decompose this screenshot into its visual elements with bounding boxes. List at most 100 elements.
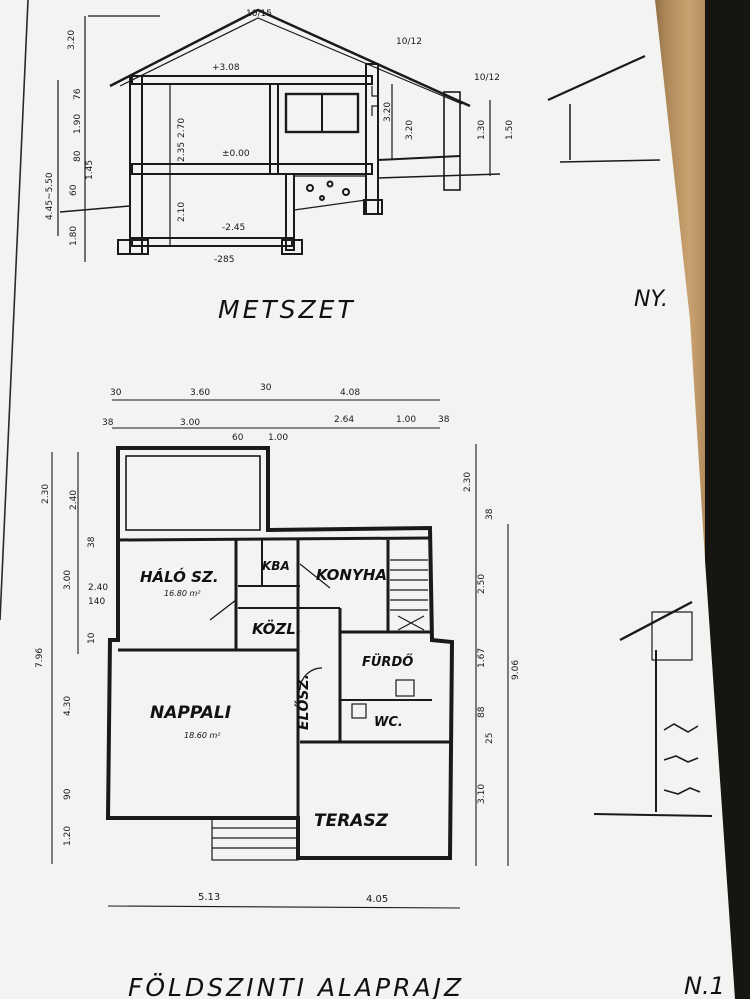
plan-dim-top: 3.60 — [190, 388, 210, 398]
sheet-frame-line — [0, 0, 29, 621]
plan-dim-top: 3.00 — [180, 418, 200, 428]
plan-dim-top: 30 — [260, 383, 272, 393]
section-dim-label: 1.50 — [505, 120, 515, 140]
staircase — [390, 559, 428, 631]
section-dim-label: 1.90 — [73, 114, 83, 134]
plan-dim-right: 9.06 — [511, 660, 521, 680]
section-labels: 3.20 76 1.90 80 60 1.45 4.45~5.50 1.80 +… — [45, 9, 515, 265]
plan-title: FÖLDSZINTI ALAPRAJZ — [128, 973, 464, 999]
toilet — [351, 703, 367, 719]
plan-dim-right: 25 — [485, 733, 495, 744]
door-swing — [299, 563, 331, 589]
plan-dim-right: 1.67 — [477, 648, 487, 668]
section-dim-label: 1.45 — [85, 160, 95, 180]
section-dim-label: 2.70 — [177, 118, 187, 138]
interior-wall — [117, 536, 431, 542]
section-title: METSZET — [218, 295, 356, 324]
section-dim-label: 76 — [73, 88, 83, 100]
ground-line — [377, 173, 501, 179]
plan-dim-left: 90 — [63, 788, 73, 800]
level-mark: -285 — [214, 255, 234, 265]
roof-pitch-label: 10/15 — [246, 9, 272, 19]
section-dim-label: 80 — [73, 150, 83, 162]
level-mark: +3.08 — [212, 63, 240, 73]
plan-dim-bottom: 5.13 — [198, 892, 220, 903]
plan-dim-right: 2.50 — [477, 574, 487, 594]
plan-dim-top: 1.00 — [396, 415, 416, 425]
plan-dim-right: 38 — [485, 508, 495, 520]
plan-dim-left: 3.00 — [63, 570, 73, 590]
room-label-kitchen: KONYHA — [316, 566, 387, 584]
footing — [281, 239, 303, 255]
section-dim-label: 3.20 — [67, 30, 77, 50]
door-swing — [209, 599, 237, 621]
plan-dim-left: 140 — [88, 597, 105, 607]
adjacent-ground — [559, 159, 661, 163]
plan-dim-left: 1.20 — [63, 826, 73, 846]
room-label-bedroom: HÁLÓ SZ. — [140, 567, 219, 586]
room-label-living: NAPPALI — [150, 703, 231, 723]
ground-line — [59, 205, 131, 213]
plan-dimension-lines — [51, 399, 509, 909]
plan-dim-top: 1.00 — [268, 433, 288, 443]
exterior-walls — [105, 446, 455, 860]
room-label-entrance: ELŐSZ. — [294, 674, 312, 730]
section-drawing — [57, 8, 661, 262]
section-dim-label: 1.30 — [477, 120, 487, 140]
section-dim-label: 2.10 — [177, 202, 187, 222]
adjacent-ground — [593, 813, 713, 817]
room-area-bedroom: 16.80 m² — [164, 589, 201, 598]
adjacent-roof — [547, 54, 646, 102]
level-mark: -2.45 — [222, 223, 245, 233]
terrace-post — [443, 91, 461, 191]
adjacent-roof — [619, 600, 693, 642]
room-labels: HÁLÓ SZ. 16.80 m² KBA KONYHA KÖZL. FÜRDŐ… — [140, 559, 413, 831]
plan-dim-right: 3.10 — [477, 784, 487, 804]
plan-dim-right: 88 — [477, 706, 487, 718]
section-side-label: NY. — [634, 287, 668, 312]
gravel — [319, 195, 325, 201]
gravel — [306, 184, 314, 192]
plan-dim-top: 38 — [102, 418, 114, 428]
gravel — [342, 188, 350, 196]
door-swing — [299, 667, 323, 691]
roof-outline — [109, 8, 471, 108]
room-label-bathroom: FÜRDŐ — [362, 654, 413, 670]
plan-dim-top: 60 — [232, 433, 244, 443]
entry-steps — [211, 817, 299, 861]
plan-dim-left: 4.30 — [63, 696, 73, 716]
adjacent-stonework — [663, 723, 701, 795]
section-dim-label: 60 — [69, 184, 79, 196]
sink — [395, 679, 415, 697]
basement-slab — [131, 237, 293, 247]
plan-dim-right: 2.30 — [463, 472, 473, 492]
plan-dim-top: 30 — [110, 388, 122, 398]
section-dim-label: 3.20 — [383, 102, 393, 122]
plan-dim-top: 2.64 — [334, 415, 354, 425]
sheet-number: N.1 — [684, 972, 725, 999]
terrace-roof-area — [125, 455, 261, 531]
room-label-pantry: KBA — [262, 559, 290, 573]
plan-dim-left: 7.96 — [35, 648, 45, 668]
plan-dim-top: 4.08 — [340, 388, 360, 398]
footing — [117, 239, 149, 255]
plan-dim-left: 2.40 — [88, 583, 108, 593]
adjacent-wall-hatch — [651, 611, 693, 661]
basement-wall — [285, 173, 295, 251]
roof-inner-line — [119, 17, 463, 105]
section-dim-label: 3.20 — [405, 120, 415, 140]
plan-dim-top: 38 — [438, 415, 450, 425]
room-area-living: 18.60 m² — [184, 731, 221, 740]
gravel — [326, 180, 334, 188]
plan-dim-left: 10 — [87, 632, 97, 644]
section-dim-label: 1.80 — [69, 226, 79, 246]
footing — [363, 199, 383, 215]
ground-slab — [131, 163, 373, 175]
level-mark: ±0.00 — [222, 149, 250, 159]
section-dim-label: 4.45~5.50 — [45, 172, 55, 220]
roof-pitch-label: 10/12 — [474, 73, 500, 83]
plan-dim-left: 38 — [87, 536, 97, 548]
